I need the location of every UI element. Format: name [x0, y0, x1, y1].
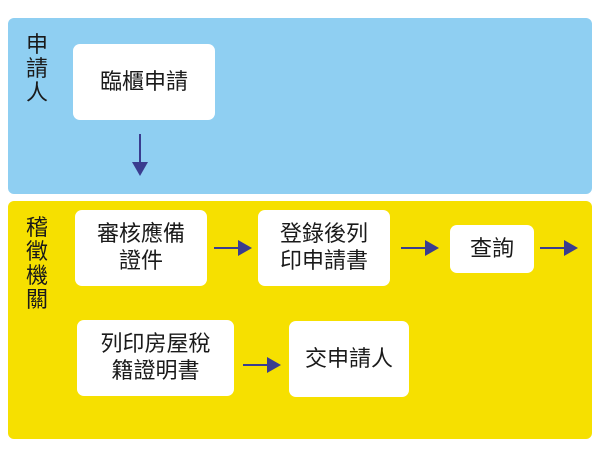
step-query: 查詢 [450, 225, 534, 273]
step-print-certificate-line2: 籍證明書 [111, 359, 200, 384]
right-arrow-icon [540, 240, 578, 256]
step-review-docs: 審核應備 證件 [75, 210, 207, 286]
right-arrow-icon [243, 357, 281, 373]
right-arrow-icon [214, 240, 252, 256]
step-deliver-label: 交申請人 [304, 346, 393, 372]
step-register-print-line1: 登錄後列 [279, 222, 368, 247]
step-review-docs-line2: 證件 [118, 249, 163, 274]
step-register-print: 登錄後列 印申請書 [258, 210, 390, 286]
right-arrow-icon [401, 240, 439, 256]
step-query-label: 查詢 [469, 236, 514, 262]
step-register-print-line2: 印申請書 [279, 249, 368, 274]
down-arrow-icon [132, 134, 148, 176]
step-counter-apply-label: 臨櫃申請 [99, 69, 188, 95]
step-deliver: 交申請人 [289, 321, 409, 397]
agency-lane-title: 稽徵機關 [25, 216, 48, 313]
step-print-certificate-line1: 列印房屋稅 [100, 332, 211, 357]
step-counter-apply: 臨櫃申請 [73, 44, 215, 120]
step-print-certificate: 列印房屋稅 籍證明書 [77, 320, 234, 396]
step-review-docs-line1: 審核應備 [96, 222, 185, 247]
applicant-lane-title: 申請人 [25, 33, 48, 106]
